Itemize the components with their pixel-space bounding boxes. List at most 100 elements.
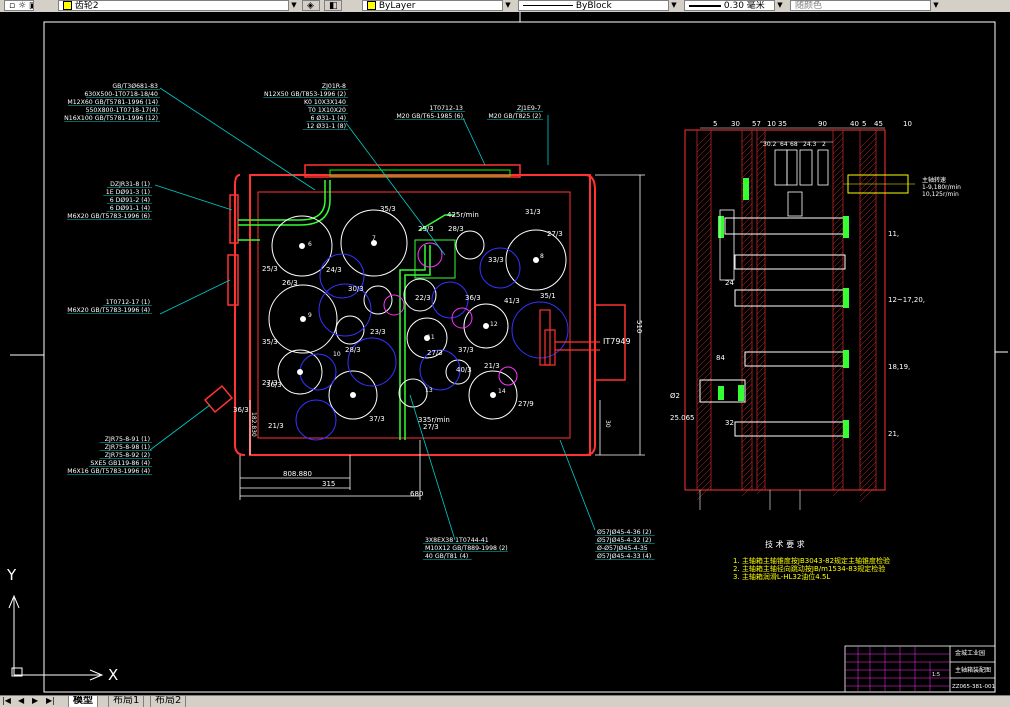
leader-label-line: GB/T3Ø681-83 [112,82,158,90]
tab-layout2[interactable]: 布局2 [150,696,187,707]
tab-nav-next-icon[interactable]: ▶ [32,696,39,705]
layer-previous-icon[interactable]: ◈ [302,0,320,11]
gear-label: 35/3 [262,338,278,346]
housing-outline [203,164,626,456]
hatch-line [859,257,877,275]
hatch-line [832,467,844,479]
hatch-line [741,365,753,377]
hatch-line [859,245,877,263]
hatch-line [696,167,712,183]
speed-label: 425r/min [447,211,479,219]
hatch-line [696,407,712,423]
hatch-line [859,449,877,467]
hatch-line [741,443,753,455]
dimension-text: 182.830 [250,412,257,437]
gear-label: 21/3 [268,422,284,430]
hatch-line [696,323,712,339]
gear-label: 36/3 [266,381,282,389]
hatch-line [859,155,877,173]
tab-layout1[interactable]: 布局1 [108,696,145,707]
chevron-down-icon[interactable]: ▼ [930,0,941,11]
hatch-line [756,203,766,213]
hatch-line [696,371,712,387]
chevron-down-icon[interactable]: ▼ [502,0,513,11]
hatch-line [832,251,844,263]
tab-model[interactable]: 模型 [68,696,98,707]
output-shaft [539,309,600,366]
layer-dropdown[interactable]: 齿轮2 [58,0,298,11]
hatch-line [756,425,766,435]
hatch-line [859,377,877,395]
gear-label: 27/3 [262,379,278,387]
chevron-down-icon[interactable]: ▼ [288,0,299,11]
tab-nav-first-icon[interactable]: |◀ [2,696,11,705]
hatch-line [741,347,753,359]
hatch-line [832,143,844,155]
hatch-line [741,143,753,155]
chevron-down-icon[interactable]: ▼ [774,0,785,11]
hatch-line [696,185,712,201]
hatch-line [756,455,766,465]
tab-nav-last-icon[interactable]: ▶| [46,696,55,705]
gear-label: 27/3 [427,349,443,357]
hatch-line [741,275,753,287]
layer-manager-icon[interactable]: ◧ [324,0,342,11]
lineweight-dropdown[interactable]: 0.30 毫米 [684,0,784,11]
gear-label: 31/3 [525,208,541,216]
hatch-line [756,419,766,429]
hatch-line [756,263,766,273]
plotstyle-value: 随颜色 [795,1,823,11]
title-drawing-name: 主轴箱装配图 [955,666,991,674]
plotstyle-dropdown[interactable]: 随颜色 [790,0,940,11]
side-right-notes: 11,12~17,20,18,19,21, [888,230,925,438]
hatch-line [756,149,766,159]
tab-nav-prev-icon[interactable]: ◀ [18,696,25,705]
leader-label-line: 3X8EX38 1T0744-41 [425,537,489,544]
hatch-line [756,479,766,489]
hatch-line [696,485,712,501]
side-top-dim: 40 [850,120,859,128]
hatch-line [832,449,844,461]
gear [505,229,567,291]
title-drawing-number: ZZ065-381-001 [952,684,995,690]
layer-state-icons[interactable]: ▫ ☼ ▣ [4,0,34,11]
hatch-line [859,317,877,335]
lubrication-pipes [238,180,455,440]
hatch-line [696,311,712,327]
leader-label-line: 550X800-1T0718-17(4) [86,107,158,114]
hatch-line [696,227,712,243]
hatch-line [832,347,844,359]
leader-label-line: SXE5 GB119-86 (4) [90,460,150,467]
hatch-line [859,143,877,161]
gear-label: 21/3 [484,362,500,370]
side-mini-dim: 2 [822,141,826,148]
hatch-line [696,437,712,453]
gear [468,370,518,420]
hatch-line [741,257,753,269]
hatch-line [756,383,766,393]
hatch-line [696,143,712,159]
title-block [844,645,996,693]
hatch-line [832,407,844,419]
chevron-down-icon[interactable]: ▼ [668,0,679,11]
hatch-line [832,353,844,365]
linetype-dropdown[interactable]: ByBlock [518,0,678,11]
hatch-line [696,419,712,435]
color-dropdown[interactable]: ByLayer [362,0,512,11]
lineweight-value: 0.30 毫米 [723,1,765,11]
gear [463,303,509,349]
hatch-line [756,467,766,477]
hatch-line [859,209,877,227]
leader-label-line: M6X20 GB/T5783-1996 (4) [67,307,150,314]
dimension-text: 510 [635,320,643,333]
hatch-line [859,197,877,215]
axis-number: 10 [333,351,341,358]
hatch-line [741,449,753,461]
side-dim: Ø2 [670,392,680,400]
hatch-line [859,419,877,437]
leader-label-line: 1T0712-13 [429,105,463,112]
hatch-line [756,281,766,291]
hatch-line [741,233,753,245]
